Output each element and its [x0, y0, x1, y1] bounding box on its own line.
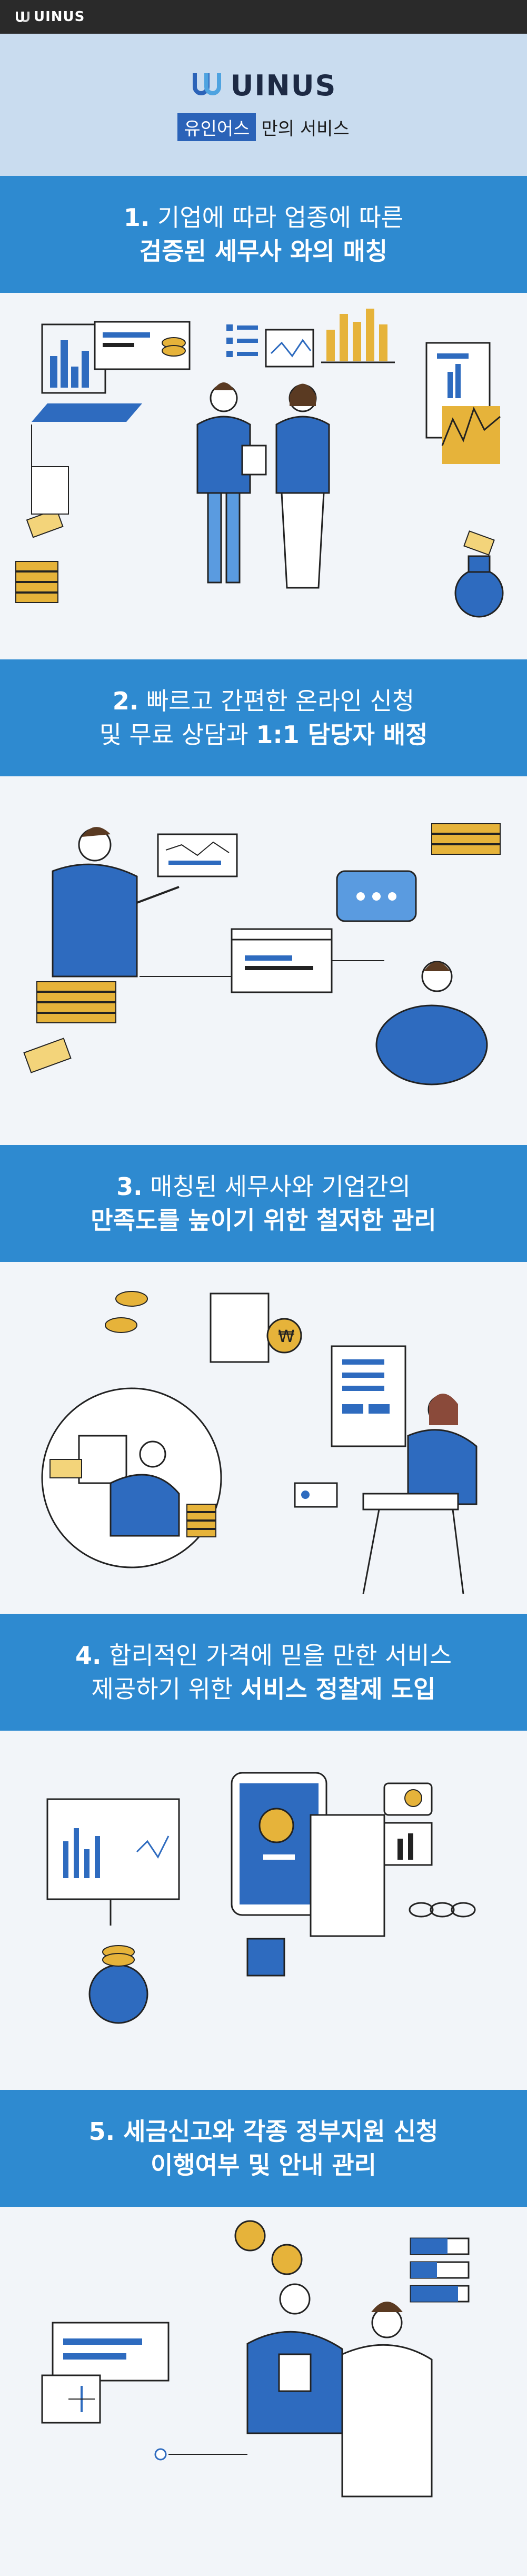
won-symbol: ₩ [278, 1326, 295, 1346]
list-icon [226, 324, 258, 357]
tagline-rest: 만의 서비스 [261, 118, 350, 140]
top-bar-logo-text[interactable]: UINUS [34, 9, 85, 25]
section-5-illustration [0, 2207, 527, 2552]
presentation-board-icon [46, 1798, 180, 1926]
laptop-chart-icon [32, 323, 142, 422]
checklist-panel-icon [41, 2322, 170, 2424]
gold-bar-chart-icon [321, 309, 395, 363]
coin-stack-icon [23, 981, 116, 1073]
coin-stack-icon [431, 823, 501, 855]
section-2-banner: 2. 빠르고 간편한 온라인 신청 및 무료 상담과 1:1 담당자 배정 [0, 659, 527, 776]
money-bag-icon [88, 1945, 148, 2024]
section-2-line1: 2. 빠르고 간편한 온라인 신청 [112, 686, 415, 715]
brand-name: UINUS [230, 69, 337, 102]
report-panel-icon [425, 342, 501, 464]
falling-coins-icon [234, 2220, 303, 2275]
money-bag-icon [454, 530, 504, 618]
section-4-banner: 4. 합리적인 가격에 믿을 만한 서비스 제공하기 위한 서비스 정찰제 도입 [0, 1614, 527, 1731]
progress-bars-icon [410, 2237, 470, 2303]
tagline-highlight: 유인어스 [177, 113, 256, 141]
receipt-icon [310, 1814, 385, 1937]
chat-won-icon [383, 1782, 433, 1816]
tax-accountant-icon [375, 961, 488, 1085]
section-4-illustration [0, 1731, 527, 2090]
consultant-man-icon [52, 827, 180, 978]
section-3-line1: 3. 매칭된 세무사와 기업간의 [116, 1172, 411, 1201]
top-bar: UINUS [0, 0, 527, 34]
section-5-banner: 5. 세금신고와 각종 정부지원 신청 이행여부 및 안내 관리 [0, 2090, 527, 2207]
section-3-banner: 3. 매칭된 세무사와 기업간의 만족도를 높이기 위한 철저한 관리 [0, 1145, 527, 1262]
hero: UINUS 유인어스 만의 서비스 [0, 34, 527, 176]
tagline: 유인어스 만의 서비스 [177, 113, 350, 141]
section-1-line2: 검증된 세무사 와의 매칭 [139, 237, 388, 265]
section-3-illustration: ₩ [0, 1262, 527, 1614]
section-4-line2: 제공하기 위한 서비스 정찰제 도입 [91, 1675, 436, 1703]
uinus-logo-icon [192, 73, 221, 95]
uinus-logo-icon [16, 12, 29, 22]
document-icon: ₩ [210, 1292, 302, 1363]
coin-stack-icon [15, 508, 64, 603]
section-3-line2: 만족도를 높이기 위한 철저한 관리 [91, 1206, 436, 1235]
line-chart-icon [265, 329, 314, 368]
card-icon [246, 1938, 285, 1977]
section-1-illustration [0, 293, 527, 659]
section-1-line1: 1. 기업에 따라 업종에 따른 [123, 203, 404, 232]
chat-bubble-icon [336, 870, 417, 922]
section-5-line1: 5. 세금신고와 각종 정부지원 신청 [88, 2117, 439, 2146]
section-4-line1: 4. 합리적인 가격에 믿을 만한 서비스 [75, 1641, 452, 1670]
id-card-icon [294, 1482, 338, 1508]
section-1-banner: 1. 기업에 따라 업종에 따른 검증된 세무사 와의 매칭 [0, 176, 527, 293]
bar-graph-icon [383, 1822, 433, 1866]
chain-link-icon [409, 1902, 476, 1918]
signal-chart-icon [157, 833, 238, 877]
browser-window-icon [231, 928, 333, 993]
man-striped-shirt-icon [246, 2283, 343, 2434]
woman-sitting-icon [362, 1394, 478, 1594]
smartphone-icon [231, 1772, 327, 1916]
man-white-shirt-icon [341, 2302, 433, 2498]
section-2-illustration [0, 776, 527, 1145]
section-2-line2: 및 무료 상담과 1:1 담당자 배정 [99, 721, 428, 749]
form-panel-icon [331, 1345, 406, 1447]
circle-scene-icon [41, 1387, 222, 1568]
document-card-icon [94, 321, 191, 370]
falling-coins-icon [105, 1291, 148, 1333]
section-5-line2: 이행여부 및 안내 관리 [151, 2151, 376, 2179]
man-with-tablet-icon [196, 382, 267, 584]
woman-icon [275, 383, 330, 589]
brand: UINUS [191, 69, 337, 103]
